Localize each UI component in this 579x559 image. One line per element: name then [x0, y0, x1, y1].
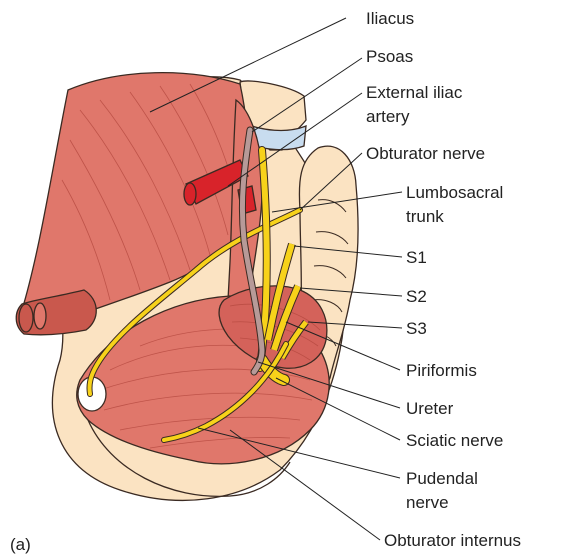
label-external-iliac-2: artery: [366, 107, 410, 126]
label-iliacus: Iliacus: [366, 9, 414, 28]
label-lumbosacral-1: Lumbosacral: [406, 183, 503, 202]
label-s1: S1: [406, 248, 427, 267]
label-obturator-nerve: Obturator nerve: [366, 144, 485, 163]
label-s3: S3: [406, 319, 427, 338]
label-external-iliac-1: External iliac: [366, 83, 463, 102]
label-piriformis: Piriformis: [406, 361, 477, 380]
label-psoas: Psoas: [366, 47, 413, 66]
label-obturator-internus: Obturator internus: [384, 531, 521, 550]
label-ureter: Ureter: [406, 399, 454, 418]
label-sciatic-nerve: Sciatic nerve: [406, 431, 503, 450]
panel-label: (a): [10, 535, 31, 554]
label-pudendal-2: nerve: [406, 493, 449, 512]
label-pudendal-1: Pudendal: [406, 469, 478, 488]
label-s2: S2: [406, 287, 427, 306]
label-lumbosacral-2: trunk: [406, 207, 444, 226]
